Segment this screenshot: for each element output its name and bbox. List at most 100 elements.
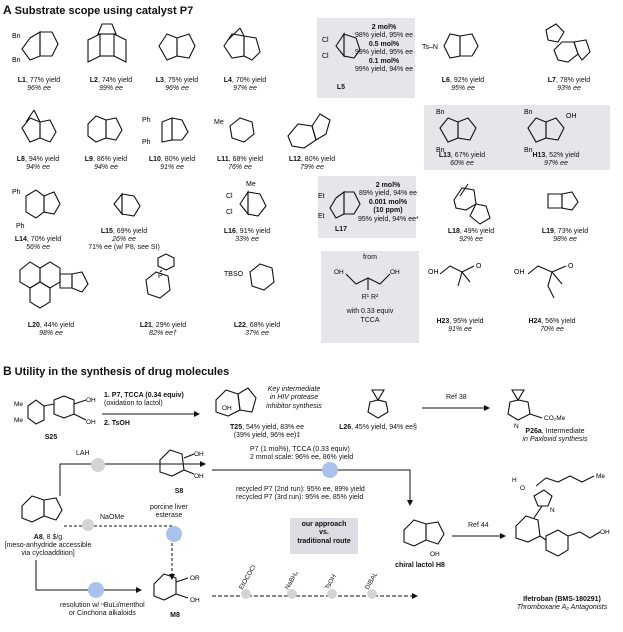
l17-structure: Et Et [318, 184, 368, 220]
reagent-dibal: DIBAL [363, 571, 380, 591]
et-label-2: Et [318, 213, 325, 220]
l15-structure [108, 184, 148, 226]
oh-label: OH [566, 113, 577, 120]
l13-structure: Bn Bn [436, 109, 484, 154]
o-label-2: O [568, 263, 574, 270]
ho-label-3: OH [514, 269, 525, 276]
oh-label-4: OH [86, 419, 96, 426]
ho-label: OH [334, 269, 344, 276]
res-bubble [88, 582, 104, 598]
diol-structure: OH OH [334, 269, 400, 302]
l5-conditions: 2 mol% 98% yield, 95% ee 0.5 mol% 99% yi… [355, 24, 413, 74]
s8-structure: OH OH [150, 440, 204, 480]
cl-label: Cl [322, 37, 329, 44]
p-label: P [158, 273, 163, 280]
bn-label-5: Bn [524, 109, 533, 116]
l12-structure [284, 106, 334, 154]
m8-structure: OR OH [146, 564, 200, 604]
oh-label-9: OH [430, 551, 440, 558]
s25-conditions: 1. P7, TCCA (0.34 equiv) (oxidation to l… [104, 392, 184, 408]
l17-box [318, 176, 416, 238]
caption-ifetroban: Ifetroban (BMS-180291)Thromboxane A₂ Ant… [516, 596, 608, 612]
m8-label: M8 [170, 612, 180, 619]
oh-label-2: OH [390, 269, 400, 276]
arrow-s25 [100, 411, 200, 417]
p7-bubble [322, 462, 338, 478]
bn-label-3: Bn [436, 109, 445, 116]
o-label-3: O [520, 485, 525, 492]
resolution-conditions: resolution w/ ⁿBuLi/menthol or Cinchona … [60, 602, 145, 618]
key-intermediate: Key intermediate in HIV protease inhibit… [266, 386, 322, 410]
path-p7 [210, 466, 413, 506]
naome-dot [82, 519, 94, 531]
reagent-tsoh: TsOH [323, 573, 339, 591]
oh-label-10: OH [600, 529, 610, 536]
ifetroban-structure: H Me OH O N [512, 473, 610, 580]
path-lah [50, 461, 206, 498]
bn-label: Bn [12, 33, 21, 40]
arrow-l26 [420, 405, 490, 411]
l10-structure: Ph Ph [142, 117, 194, 146]
me-label-4: Me [14, 417, 23, 424]
cl-label-3: Cl [226, 193, 233, 200]
me-label-5: Me [596, 473, 605, 480]
recycled-conditions: recycled P7 (2nd run): 95% ee, 89% yield… [236, 486, 365, 502]
a8-structure [14, 486, 72, 534]
approach-box [290, 518, 358, 554]
s8-label: S8 [174, 488, 184, 495]
et-label: Et [318, 193, 325, 200]
esterase-label: porcine liver esterase [150, 504, 188, 520]
arrow-h8 [450, 533, 506, 539]
tbso-label: TBSO [224, 271, 244, 278]
caption-l26: L26, 45% yield, 94% ee§ [339, 424, 417, 431]
ph-label-2: Ph [142, 139, 151, 146]
bn-label-6: Bn [524, 147, 533, 154]
trad-dot-1 [241, 589, 251, 599]
h8-label: chiral lactol H8 [395, 562, 445, 569]
l5-box [317, 18, 415, 98]
trad-dot-2 [287, 589, 297, 599]
t25-structure: OH [206, 380, 262, 432]
co2me-label: CO₂Me [544, 415, 566, 422]
hn-label: H [512, 477, 517, 484]
ph-label: Ph [142, 117, 151, 124]
bn-label-2: Bn [12, 57, 21, 64]
n-label-2: N [550, 507, 555, 514]
s25-structure: Me Me OH OH [14, 392, 96, 426]
caption-t25: T25, 54% yield, 83% ee(39% yield, 96% ee… [230, 424, 304, 440]
oh-label-5: OH [222, 405, 232, 412]
l7-structure [540, 20, 594, 72]
o-label: O [476, 263, 482, 270]
l8-structure [16, 108, 60, 154]
ph-label-3: Ph [12, 189, 21, 196]
l2-structure [78, 20, 136, 74]
cl-label-2: Cl [322, 53, 329, 60]
l19-structure [544, 182, 584, 224]
l13-h13-box [424, 105, 610, 170]
p26a-structure: N CO₂Me [500, 378, 566, 430]
or-label: OR [190, 575, 200, 582]
l17-conditions: 2 mol% 89% yield, 94% ee 0.001 mol% (10 … [358, 182, 419, 223]
n-label: N [514, 423, 519, 430]
lah-label: LAH [76, 450, 90, 457]
p7-conditions: P7 (1 mol%), TCCA (0.33 equiv) 2 mmol sc… [250, 446, 354, 462]
ref44: Ref 44 [468, 522, 489, 529]
